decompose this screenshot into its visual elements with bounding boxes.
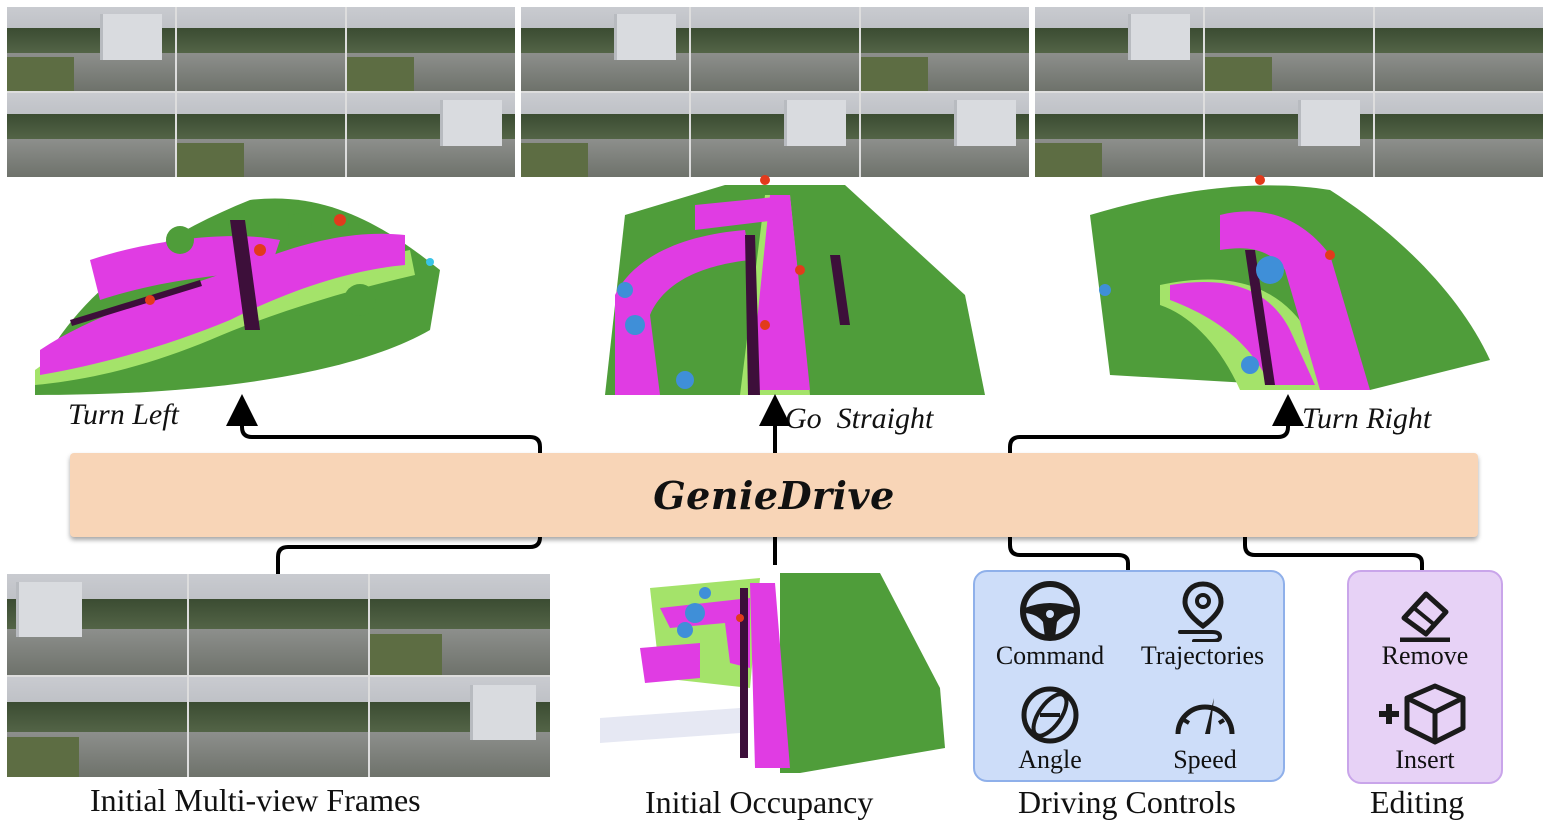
control-trajectories: Trajectories — [1130, 580, 1275, 670]
edit-remove: Remove — [1349, 584, 1501, 670]
occupancy-turn-right — [1070, 175, 1495, 400]
model-title: GenieDrive — [653, 472, 895, 518]
label-go-straight: Go Straight — [785, 402, 934, 435]
label-turn-left: Turn Left — [68, 398, 179, 431]
angle-label: Angle — [1018, 745, 1082, 774]
steering-wheel-icon — [1020, 581, 1080, 641]
remove-label: Remove — [1381, 641, 1469, 670]
angle-rotation-icon — [1021, 686, 1079, 744]
camera-frame — [521, 93, 689, 177]
occupancy-go-straight — [545, 175, 1000, 400]
speedometer-icon — [1175, 698, 1235, 735]
camera-frame — [7, 574, 187, 675]
frames-turn-right — [1035, 7, 1543, 177]
camera-frame — [861, 93, 1029, 177]
camera-frame — [7, 93, 175, 177]
speed-label: Speed — [1173, 745, 1237, 774]
camera-frame — [521, 7, 689, 91]
camera-frame — [347, 93, 515, 177]
camera-frame — [347, 7, 515, 91]
camera-frame — [1035, 93, 1203, 177]
caption-driving-controls: Driving Controls — [1018, 784, 1236, 820]
camera-frame — [1205, 7, 1373, 91]
edit-insert: Insert — [1349, 682, 1501, 774]
camera-frame — [370, 574, 550, 675]
frames-go-straight — [521, 7, 1029, 177]
camera-frame — [1035, 7, 1203, 91]
eraser-icon — [1400, 591, 1450, 642]
editing-panel: Remove Insert — [1347, 570, 1503, 784]
add-cube-icon — [1379, 683, 1466, 745]
geniedrive-model-bar: GenieDrive — [70, 453, 1478, 537]
camera-frame — [861, 7, 1029, 91]
camera-frame — [1375, 7, 1543, 91]
caption-initial-frames: Initial Multi-view Frames — [90, 782, 421, 818]
command-label: Command — [995, 641, 1105, 670]
label-turn-right: Turn Right — [1302, 402, 1432, 435]
driving-controls-panel: Command Trajectories Angle Speed — [973, 570, 1285, 782]
camera-frame — [1375, 93, 1543, 177]
camera-frame — [7, 7, 175, 91]
caption-initial-occupancy: Initial Occupancy — [645, 784, 874, 820]
camera-frame — [691, 7, 859, 91]
trajectories-label: Trajectories — [1140, 641, 1265, 670]
initial-multiview-frames — [7, 574, 550, 777]
control-speed: Speed — [1140, 684, 1270, 774]
insert-label: Insert — [1395, 745, 1455, 774]
camera-frame — [177, 7, 345, 91]
frames-turn-left — [7, 7, 515, 177]
camera-frame — [177, 93, 345, 177]
caption-editing: Editing — [1370, 784, 1465, 820]
occupancy-turn-left — [30, 180, 450, 400]
control-angle: Angle — [985, 684, 1115, 774]
camera-frame — [1205, 93, 1373, 177]
camera-frame — [7, 676, 187, 777]
camera-frame — [691, 93, 859, 177]
camera-frame — [188, 676, 369, 777]
camera-frame — [370, 676, 550, 777]
control-command: Command — [985, 580, 1115, 670]
camera-frame — [188, 574, 369, 675]
initial-occupancy-map — [600, 568, 950, 778]
location-route-icon — [1177, 581, 1224, 642]
